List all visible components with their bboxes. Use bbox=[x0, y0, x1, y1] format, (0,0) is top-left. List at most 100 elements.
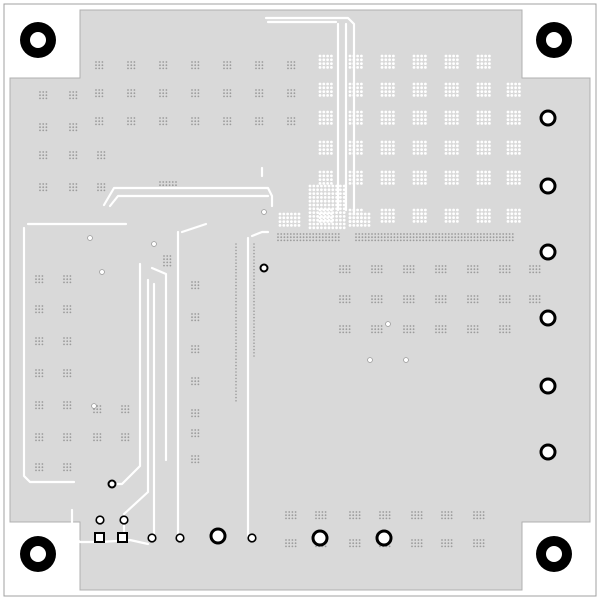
via bbox=[194, 415, 197, 418]
via bbox=[356, 58, 359, 62]
test-point-icon bbox=[539, 177, 557, 195]
via bbox=[412, 265, 415, 267]
via bbox=[499, 239, 501, 242]
via bbox=[223, 61, 225, 63]
via bbox=[305, 236, 308, 239]
via bbox=[473, 233, 476, 235]
via bbox=[93, 411, 95, 414]
via bbox=[352, 216, 356, 220]
via bbox=[342, 268, 345, 271]
via bbox=[159, 120, 161, 123]
via bbox=[69, 126, 71, 129]
via bbox=[293, 233, 295, 235]
via bbox=[308, 215, 312, 218]
via bbox=[339, 325, 341, 327]
via bbox=[489, 233, 492, 235]
via bbox=[330, 54, 333, 58]
via bbox=[441, 239, 444, 242]
via bbox=[377, 328, 380, 331]
via bbox=[66, 433, 69, 435]
via bbox=[194, 348, 197, 351]
via bbox=[316, 184, 319, 188]
via bbox=[448, 82, 452, 86]
via bbox=[388, 62, 391, 65]
via bbox=[165, 89, 168, 91]
via bbox=[506, 170, 510, 174]
via bbox=[318, 517, 321, 520]
via bbox=[470, 325, 473, 327]
via bbox=[320, 215, 323, 218]
via bbox=[383, 239, 386, 242]
via bbox=[420, 216, 423, 220]
via bbox=[162, 64, 165, 67]
via bbox=[499, 236, 501, 239]
via bbox=[308, 203, 312, 207]
via bbox=[484, 58, 487, 62]
mounting-hole-icon bbox=[20, 536, 56, 572]
via bbox=[258, 92, 261, 95]
via bbox=[371, 268, 373, 271]
via bbox=[101, 64, 104, 67]
via bbox=[384, 122, 388, 125]
via bbox=[454, 239, 457, 242]
via bbox=[352, 539, 355, 541]
via bbox=[339, 298, 341, 301]
via bbox=[291, 511, 294, 513]
via bbox=[480, 140, 484, 144]
via bbox=[355, 514, 358, 517]
via bbox=[470, 301, 473, 304]
via bbox=[159, 95, 161, 98]
via bbox=[374, 239, 377, 242]
via bbox=[312, 236, 315, 239]
via bbox=[406, 295, 409, 297]
via bbox=[361, 239, 364, 242]
via bbox=[380, 140, 384, 144]
via bbox=[348, 174, 352, 178]
via bbox=[371, 271, 373, 274]
via bbox=[448, 212, 452, 216]
via bbox=[121, 408, 123, 411]
via bbox=[194, 281, 197, 283]
via bbox=[316, 207, 319, 211]
via bbox=[374, 268, 377, 271]
via bbox=[63, 343, 65, 346]
via bbox=[441, 511, 443, 513]
via bbox=[124, 411, 127, 414]
via bbox=[191, 435, 193, 438]
via bbox=[484, 110, 487, 114]
via bbox=[392, 140, 395, 144]
via bbox=[162, 181, 165, 183]
trace bbox=[100, 538, 150, 546]
via bbox=[342, 222, 346, 226]
via bbox=[197, 313, 200, 315]
via-cluster-bottom bbox=[349, 511, 361, 520]
via bbox=[335, 199, 338, 203]
via-cluster-upper-left bbox=[287, 61, 296, 70]
via bbox=[165, 123, 168, 126]
via bbox=[255, 95, 257, 98]
via bbox=[191, 348, 193, 351]
via bbox=[451, 236, 453, 239]
trace bbox=[108, 194, 270, 208]
via bbox=[484, 62, 487, 65]
via bbox=[95, 67, 97, 70]
via bbox=[414, 514, 417, 517]
via bbox=[35, 463, 37, 465]
via bbox=[348, 90, 352, 93]
via bbox=[255, 67, 257, 70]
via bbox=[406, 268, 409, 271]
via bbox=[316, 215, 319, 218]
via bbox=[293, 89, 296, 91]
via bbox=[45, 151, 48, 153]
via bbox=[510, 90, 514, 93]
via bbox=[356, 144, 359, 148]
via bbox=[194, 319, 197, 322]
via-cluster-bottom bbox=[441, 511, 453, 520]
via bbox=[331, 215, 335, 218]
via bbox=[499, 328, 501, 331]
via bbox=[98, 120, 101, 123]
via bbox=[308, 199, 312, 203]
via bbox=[476, 170, 480, 174]
via bbox=[456, 140, 459, 144]
via bbox=[63, 372, 65, 375]
